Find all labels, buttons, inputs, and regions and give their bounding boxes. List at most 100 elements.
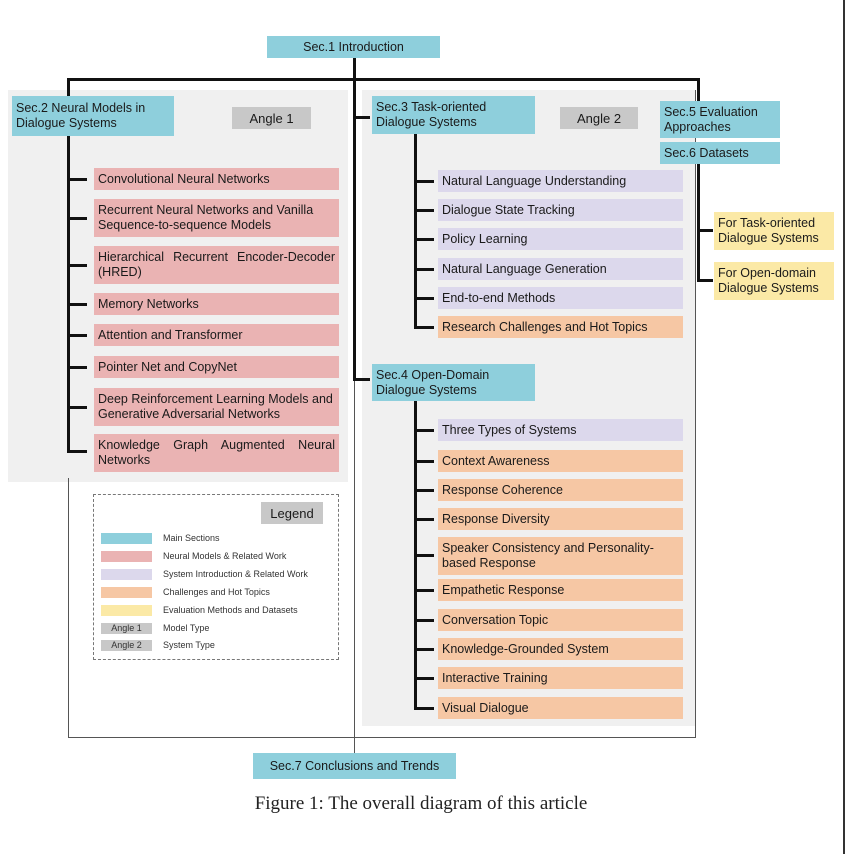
- sec4-branch: [414, 677, 434, 680]
- task-oriented-item: Policy Learning: [438, 228, 683, 250]
- figure-caption: Figure 1: The overall diagram of this ar…: [254, 793, 588, 814]
- task-oriented-item: End-to-end Methods: [438, 287, 683, 309]
- open-domain-item: Visual Dialogue: [438, 697, 683, 719]
- open-domain-item: Context Awareness: [438, 450, 683, 472]
- connector-to-sec3: [354, 116, 370, 119]
- connector-top-bar: [67, 78, 700, 81]
- sec3-branch: [414, 209, 434, 212]
- sec2-branch: [67, 406, 87, 409]
- connector-intro-down: [353, 58, 356, 381]
- neural-model-item: Pointer Net and CopyNet: [94, 356, 339, 378]
- legend-label: Challenges and Hot Topics: [163, 587, 270, 597]
- sec3-branch: [414, 180, 434, 183]
- sec2-trunk: [67, 136, 70, 452]
- sec4-branch: [414, 589, 434, 592]
- sec2-neural-models: Sec.2 Neural Models in Dialogue Systems: [12, 96, 174, 136]
- sec7-label: Sec.7 Conclusions and Trends: [269, 758, 440, 773]
- legend-swatch: [101, 587, 152, 598]
- legend-label: Model Type: [163, 623, 210, 633]
- sec2-branch: [67, 217, 87, 220]
- center-line: [354, 380, 355, 753]
- legend-label: System Type: [163, 640, 215, 650]
- sec2-label: Sec.2 Neural Models in Dialogue Systems: [16, 101, 146, 130]
- legend-swatch: [101, 533, 152, 544]
- sec3-task-oriented: Sec.3 Task-oriented Dialogue Systems: [372, 96, 535, 134]
- legend: [93, 494, 339, 660]
- frame-left: [68, 478, 69, 737]
- open-domain-item: Conversation Topic: [438, 609, 683, 631]
- legend-swatch: [101, 569, 152, 580]
- open-domain-item: Three Types of Systems: [438, 419, 683, 441]
- legend-label: Main Sections: [163, 533, 220, 543]
- sec6-datasets: Sec.6 Datasets: [660, 142, 780, 164]
- legend-swatch: [101, 551, 152, 562]
- legend-label: System Introduction & Related Work: [163, 569, 308, 579]
- sec1-introduction: Sec.1 Introduction: [267, 36, 440, 58]
- neural-model-item: Recurrent Neural Networks and Vanilla Se…: [94, 199, 339, 237]
- sec3-branch: [414, 238, 434, 241]
- sec2-branch: [67, 450, 87, 453]
- legend-swatch-angle2: Angle 2: [101, 640, 152, 651]
- sec5-label: Sec.5 Evaluation Approaches: [664, 104, 758, 134]
- legend-label: Evaluation Methods and Datasets: [163, 605, 298, 615]
- neural-model-item: Attention and Transformer: [94, 324, 339, 346]
- neural-model-item: Deep Reinforcement Learning Models and G…: [94, 388, 339, 426]
- sec4-branch: [414, 429, 434, 432]
- datasets-branch: [697, 279, 713, 282]
- sec1-label: Sec.1 Introduction: [303, 39, 404, 54]
- task-oriented-item: Natural Language Understanding: [438, 170, 683, 192]
- sec2-branch: [67, 303, 87, 306]
- angle1-tag: Angle 1: [232, 107, 311, 129]
- sec4-label: Sec.4 Open-Domain Dialogue Systems: [376, 367, 490, 397]
- connector-to-sec2: [67, 78, 70, 96]
- sec4-branch: [414, 489, 434, 492]
- task-oriented-item: Natural Language Generation: [438, 258, 683, 280]
- neural-model-item: Hierarchical Recurrent Encoder-Decoder (…: [94, 246, 339, 284]
- connector-to-sec5: [697, 78, 700, 102]
- open-domain-item: Response Diversity: [438, 508, 683, 530]
- open-domain-item: Empathetic Response: [438, 579, 683, 601]
- sec4-branch: [414, 648, 434, 651]
- sec4-branch: [414, 460, 434, 463]
- page-edge: [843, 0, 845, 854]
- open-domain-item: Speaker Consistency and Personality-base…: [438, 537, 683, 575]
- sec2-branch: [67, 334, 87, 337]
- open-domain-item: Interactive Training: [438, 667, 683, 689]
- legend-swatch-angle1: Angle 1: [101, 623, 152, 634]
- sec3-label: Sec.3 Task-oriented Dialogue Systems: [376, 100, 487, 129]
- legend-swatch: [101, 605, 152, 616]
- sec4-branch: [414, 619, 434, 622]
- legend-title: Legend: [261, 502, 323, 524]
- sec3-trunk: [414, 134, 417, 328]
- angle2-tag: Angle 2: [560, 107, 638, 129]
- sec6-label: Sec.6 Datasets: [664, 145, 749, 160]
- dataset-item: For Task-oriented Dialogue Systems: [714, 212, 834, 250]
- connector-to-sec4: [354, 378, 370, 381]
- sec3-branch: [414, 297, 434, 300]
- dataset-item: For Open-domain Dialogue Systems: [714, 262, 834, 300]
- frame-right: [695, 90, 696, 738]
- sec7-conclusions: Sec.7 Conclusions and Trends: [253, 753, 456, 779]
- sec2-branch: [67, 366, 87, 369]
- angle1-label: Angle 1: [249, 110, 294, 126]
- legend-label: Neural Models & Related Work: [163, 551, 287, 561]
- neural-model-item: Knowledge Graph Augmented Neural Network…: [94, 434, 339, 472]
- open-domain-item: Knowledge-Grounded System: [438, 638, 683, 660]
- sec4-branch: [414, 554, 434, 557]
- neural-model-item: Memory Networks: [94, 293, 339, 315]
- sec3-branch: [414, 326, 434, 329]
- task-oriented-item: Research Challenges and Hot Topics: [438, 316, 683, 338]
- sec4-open-domain: Sec.4 Open-Domain Dialogue Systems: [372, 364, 535, 401]
- sec5-evaluation: Sec.5 Evaluation Approaches: [660, 101, 780, 138]
- open-domain-item: Response Coherence: [438, 479, 683, 501]
- sec4-branch: [414, 707, 434, 710]
- angle2-label: Angle 2: [576, 110, 622, 126]
- sec2-branch: [67, 178, 87, 181]
- sec3-branch: [414, 268, 434, 271]
- frame-bottom: [68, 737, 695, 738]
- datasets-branch: [697, 229, 713, 232]
- sec4-branch: [414, 518, 434, 521]
- task-oriented-item: Dialogue State Tracking: [438, 199, 683, 221]
- datasets-trunk: [697, 164, 700, 282]
- neural-model-item: Convolutional Neural Networks: [94, 168, 339, 190]
